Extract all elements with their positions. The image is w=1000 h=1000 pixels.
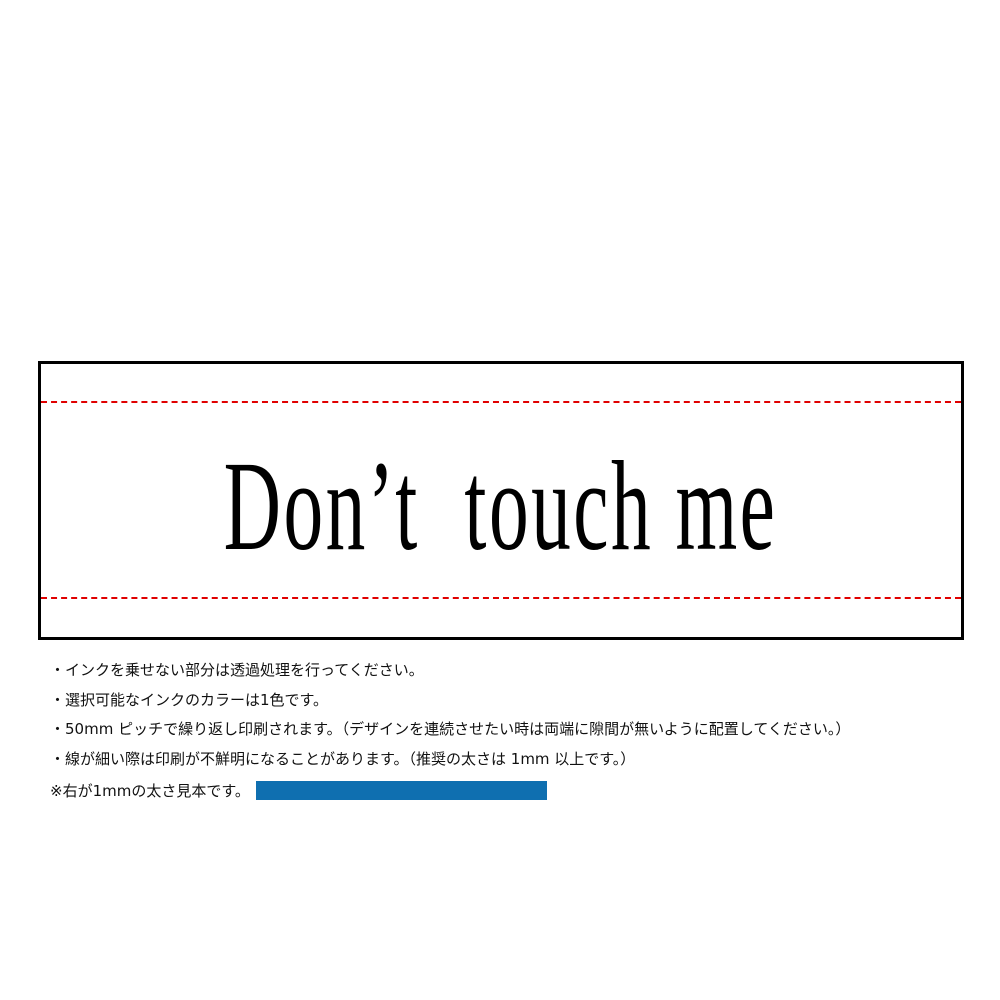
note-transparency: ・インクを乗せない部分は透過処理を行ってください。 [50,661,424,679]
sample-label: ※右が1mmの太さ見本です。 [50,781,250,800]
tape-design-frame: Don’t touch me [38,361,964,640]
note-pitch: ・50mm ピッチで繰り返し印刷されます。（デザインを連続させたい時は両端に隙間… [50,720,851,738]
design-text-content: Don’t touch me [224,435,778,577]
top-guide-line [41,401,961,403]
note-ink-color: ・選択可能なインクのカラーは1色です。 [50,690,329,709]
note-line-thickness: ・線が細い際は印刷が不鮮明になることがあります。（推奨の太さは 1mm 以上です… [50,749,636,768]
bottom-guide-line [41,597,961,599]
thickness-sample-bar [255,780,547,800]
thickness-sample-row: ※右が1mmの太さ見本です。 [50,778,547,802]
notes-list: ・インクを乗せない部分は透過処理を行ってください。 ・選択可能なインクのカラーは… [50,656,990,774]
design-text: Don’t touch me [41,436,961,576]
